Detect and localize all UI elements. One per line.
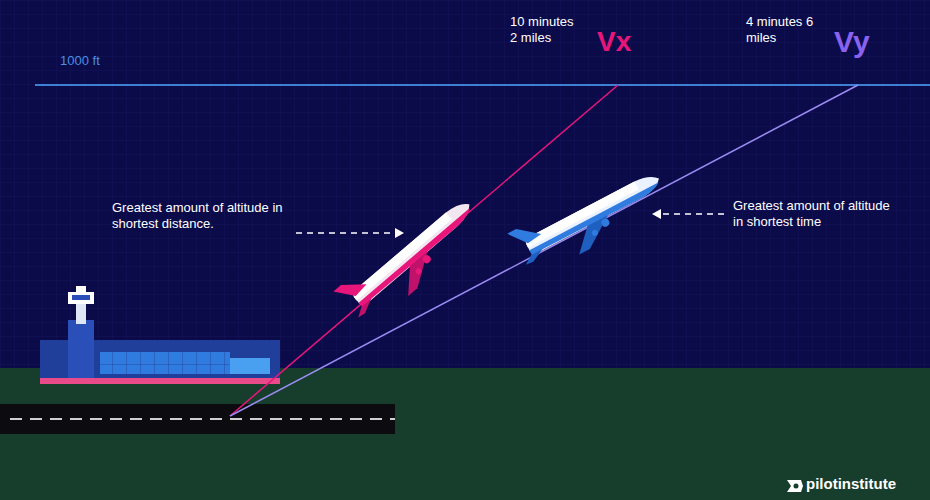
sky [0,0,930,370]
altitude-label: 1000 ft [60,53,100,69]
airport-buildings [40,286,280,384]
vy-airplane [507,159,673,280]
runway [0,404,395,434]
brand-watermark: pilotinstitute [806,476,896,491]
sky-grid [0,0,930,370]
altitude-line [35,84,930,86]
vx-label: Vx [597,28,631,56]
vy-label: Vy [834,27,870,57]
vy-time-distance: 4 minutes 6 miles [746,14,820,45]
logo-icon [787,480,803,492]
ground [0,368,930,500]
vx-description: Greatest amount of altitude in shortest … [112,200,290,231]
pointer-arrows [296,209,724,238]
vx-time-distance: 10 minutes 2 miles [510,14,584,45]
vx-airplane [333,188,488,331]
vy-description: Greatest amount of altitude in shortest … [733,198,895,229]
vy-climb-line [230,85,858,416]
vx-climb-line [230,85,618,416]
